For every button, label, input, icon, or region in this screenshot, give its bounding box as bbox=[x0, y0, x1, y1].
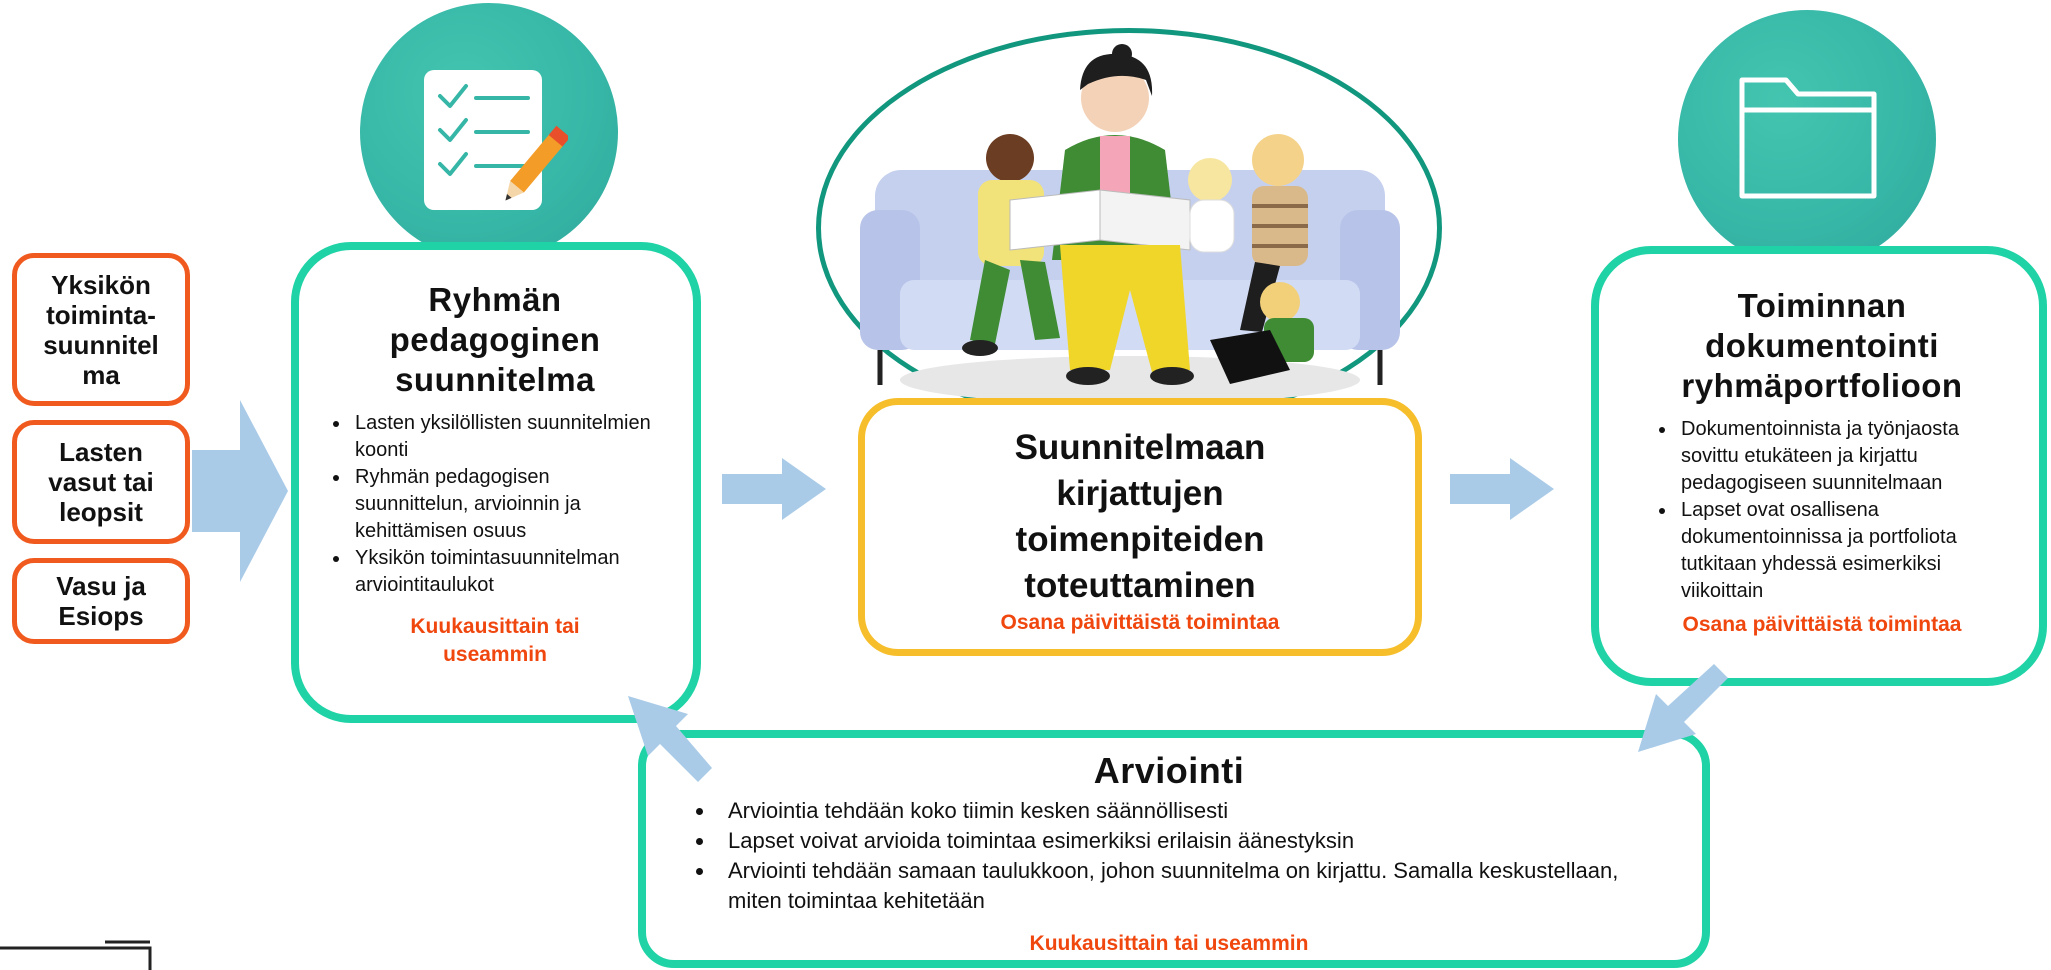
group-plan-title: Ryhmän pedagoginen suunnitelma bbox=[389, 281, 601, 398]
list-item: Yksikön toimintasuunnitelman arviointita… bbox=[351, 545, 663, 599]
input-box-child-plans: Lasten vasut tai leopsit bbox=[12, 420, 190, 544]
list-item: Dokumentoinnista ja työnjaosta sovittu e… bbox=[1677, 416, 2017, 497]
documentation-list: Dokumentoinnista ja työnjaosta sovittu e… bbox=[1627, 416, 2017, 605]
list-item: Lapset ovat osallisena dokumentoinnissa … bbox=[1677, 497, 2017, 605]
documentation-title: Toiminnan dokumentointi ryhmäportfolioon bbox=[1681, 287, 1963, 404]
list-item: Lapset voivat arvioida toimintaa esimerk… bbox=[716, 826, 1662, 856]
implementation-box: Suunnitelmaan kirjattujen toimenpiteiden… bbox=[858, 398, 1422, 656]
arrow-right-icon bbox=[1450, 458, 1554, 520]
folder-icon bbox=[1739, 77, 1877, 199]
implementation-frequency: Osana päivittäistä toimintaa bbox=[1000, 611, 1280, 634]
arrow-up-left-icon bbox=[628, 696, 712, 782]
list-item: Ryhmän pedagogisen suunnittelun, arvioin… bbox=[351, 464, 663, 545]
input-label: Vasu ja Esiops bbox=[56, 571, 146, 631]
input-label: Lasten vasut tai leopsit bbox=[48, 437, 154, 527]
documentation-box: Toiminnan dokumentointi ryhmäportfolioon… bbox=[1591, 246, 2047, 686]
input-label: Yksikön toiminta- suunnitel ma bbox=[43, 269, 159, 390]
input-box-vasu-esiops: Vasu ja Esiops bbox=[12, 558, 190, 644]
evaluation-title: Arviointi bbox=[1093, 750, 1245, 791]
implementation-title: Suunnitelmaan kirjattujen toimenpiteiden… bbox=[1014, 428, 1266, 605]
evaluation-list: Arviointia tehdään koko tiimin kesken sä… bbox=[676, 796, 1662, 916]
list-item: Arviointi tehdään samaan taulukkoon, joh… bbox=[716, 856, 1662, 916]
corner-frame bbox=[0, 940, 152, 970]
arrow-down-left-icon bbox=[1638, 664, 1728, 752]
group-plan-list: Lasten yksilöllisten suunnitelmien koont… bbox=[327, 410, 663, 599]
input-arrow-icon bbox=[192, 400, 288, 582]
list-item: Arviointia tehdään koko tiimin kesken sä… bbox=[716, 796, 1662, 826]
arrow-right-icon bbox=[722, 458, 826, 520]
evaluation-frequency: Kuukausittain tai useammin bbox=[1029, 932, 1309, 955]
reading-adult-with-children-illustration bbox=[860, 44, 1400, 404]
input-box-unit-plan: Yksikön toiminta- suunnitel ma bbox=[12, 253, 190, 406]
evaluation-box: Arviointi Arviointia tehdään koko tiimin… bbox=[638, 730, 1710, 968]
group-plan-frequency: Kuukausittain tai useammin bbox=[410, 615, 580, 666]
documentation-frequency: Osana päivittäistä toimintaa bbox=[1682, 613, 1962, 636]
checklist-pencil-icon bbox=[424, 70, 568, 210]
right-circle bbox=[1678, 10, 1936, 268]
group-plan-box: Ryhmän pedagoginen suunnitelma Lasten yk… bbox=[291, 242, 701, 723]
list-item: Lasten yksilöllisten suunnitelmien koont… bbox=[351, 410, 663, 464]
